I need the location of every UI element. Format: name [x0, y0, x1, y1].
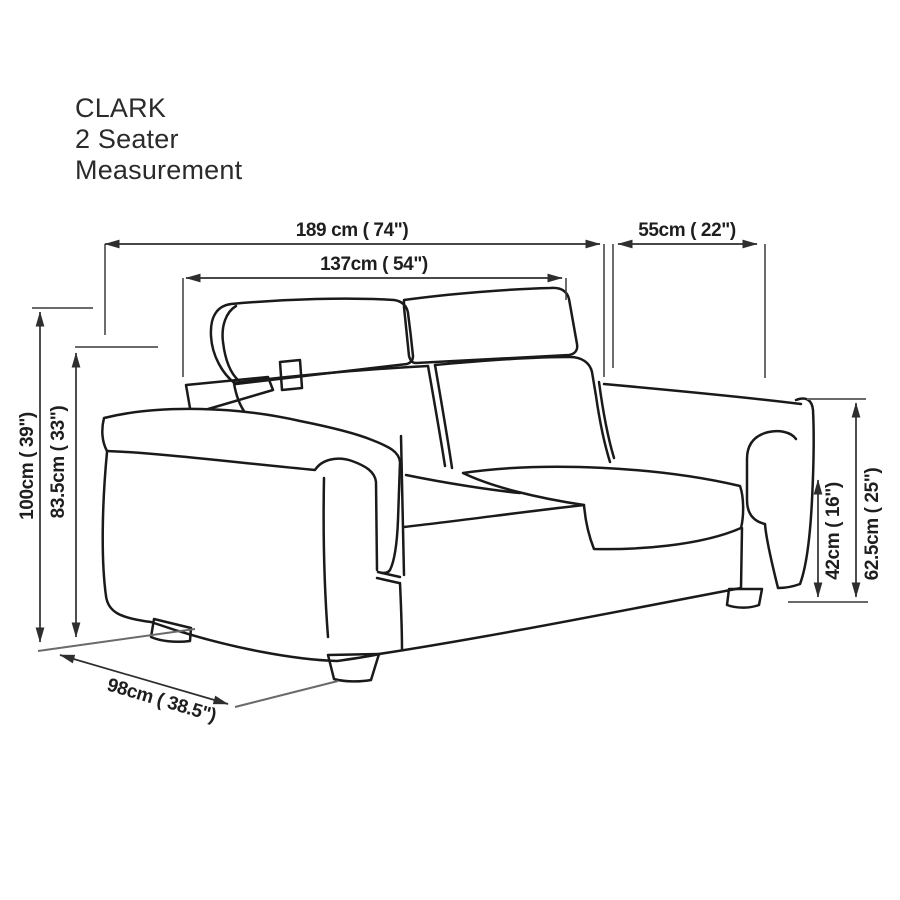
headrest-support-post [278, 358, 304, 392]
extension-depth-front [234, 680, 339, 708]
front-left-foot [326, 652, 381, 683]
right-arm-outline [745, 397, 815, 590]
dimension-inner-width: 137cm ( 54") [185, 254, 563, 283]
extension-depth-back [37, 628, 196, 652]
right-back-cushion-piping [597, 380, 616, 460]
right-arm [745, 397, 815, 590]
left-arm [101, 407, 402, 663]
back-cushion-seam-left [426, 364, 447, 468]
dimension-overall-width: 189 cm ( 74") [104, 220, 601, 249]
dimension-label-back-height: 83.5cm ( 33") [48, 406, 69, 519]
left-arm-roll-inner [105, 449, 379, 572]
left-arm-outline [101, 450, 382, 663]
dimension-label-inner-width: 137cm ( 54") [320, 254, 428, 275]
right-back-cushion-outline [433, 355, 612, 464]
left-seat-cushion-back-edge [404, 473, 522, 495]
dimension-label-seat-height: 42cm ( 16") [823, 482, 844, 580]
left-headrest [209, 297, 415, 386]
left-arm-front-step [375, 570, 402, 585]
dimension-label-back-depth: 55cm ( 22") [638, 220, 736, 241]
dimension-label-overall-width: 189 cm ( 74") [296, 220, 409, 241]
left-arm-roll-outer [101, 407, 402, 575]
right-seat-cushion [461, 465, 745, 551]
left-headrest-end-cap [221, 304, 241, 383]
dimension-line-overall-depth [59, 654, 229, 705]
dimension-label-overall-height: 100cm ( 39") [17, 412, 38, 520]
base-bottom-edge [377, 586, 743, 656]
left-arm-inner-edge [399, 434, 406, 577]
dimension-seat-height: 42cm ( 16") [813, 479, 844, 598]
extension-lines [32, 307, 868, 708]
title-caption: Measurement [75, 155, 243, 185]
left-seat-cushion-front-crease [402, 503, 586, 529]
left-arm-roll-fill [102, 408, 400, 573]
dimension-label-overall-depth: 98cm ( 38.5") [105, 675, 219, 727]
right-headrest [402, 286, 579, 365]
back-frame-top-edge [602, 382, 803, 406]
front-right-foot [725, 587, 764, 609]
title-product-name: CLARK [75, 93, 166, 123]
seat-cushions [399, 434, 745, 577]
sofa-feet [149, 587, 764, 683]
back-frame-top-corner [184, 375, 275, 416]
dimension-back-depth: 55cm ( 22") [617, 220, 758, 249]
left-arm-body-edge [322, 476, 330, 639]
dimension-overall-depth: 98cm ( 38.5") [59, 654, 229, 727]
headrest-cushions [209, 286, 579, 386]
title-variant: 2 Seater [75, 124, 179, 154]
projection-lines [104, 244, 766, 378]
title-block: CLARK 2 Seater Measurement [75, 93, 243, 185]
sofa-base [377, 526, 744, 656]
base-right-edge [739, 526, 744, 590]
dimension-back-height: 83.5cm ( 33") [48, 352, 81, 638]
dimension-overall-height: 100cm ( 39") [17, 311, 45, 643]
dimension-arm-height: 62.5cm ( 25") [851, 402, 883, 598]
back-left-foot [149, 617, 193, 644]
dimension-label-arm-height: 62.5cm ( 25") [862, 468, 883, 581]
sofa-line-drawing [101, 286, 815, 683]
sofa-back-frame [184, 358, 803, 416]
back-cushion-seam-right [433, 363, 454, 470]
base-front-corner-edge [398, 581, 404, 652]
